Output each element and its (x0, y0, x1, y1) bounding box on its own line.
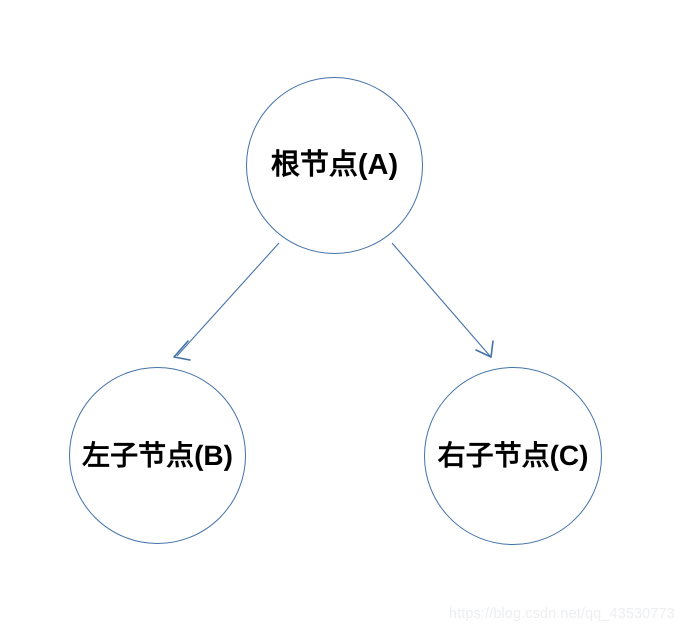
tree-node-right-child[interactable]: 右子节点(C) (424, 367, 602, 545)
edge-root-to-left (173, 242, 280, 361)
tree-node-root[interactable]: 根节点(A) (246, 77, 423, 254)
tree-node-left-child[interactable]: 左子节点(B) (69, 367, 246, 544)
tree-node-right-child-label: 右子节点(C) (437, 440, 589, 471)
edge-root-to-right-line (391, 242, 491, 357)
tree-node-root-label: 根节点(A) (270, 149, 399, 181)
watermark-url: https://blog.csdn.net/qq_43530773 (449, 606, 675, 622)
edge-root-to-right (391, 242, 494, 358)
edge-root-to-left-line (176, 242, 280, 357)
edge-root-to-left-arrowhead (173, 340, 191, 361)
tree-node-left-child-label: 左子节点(B) (82, 439, 233, 471)
edge-root-to-right-arrowhead (475, 340, 494, 358)
